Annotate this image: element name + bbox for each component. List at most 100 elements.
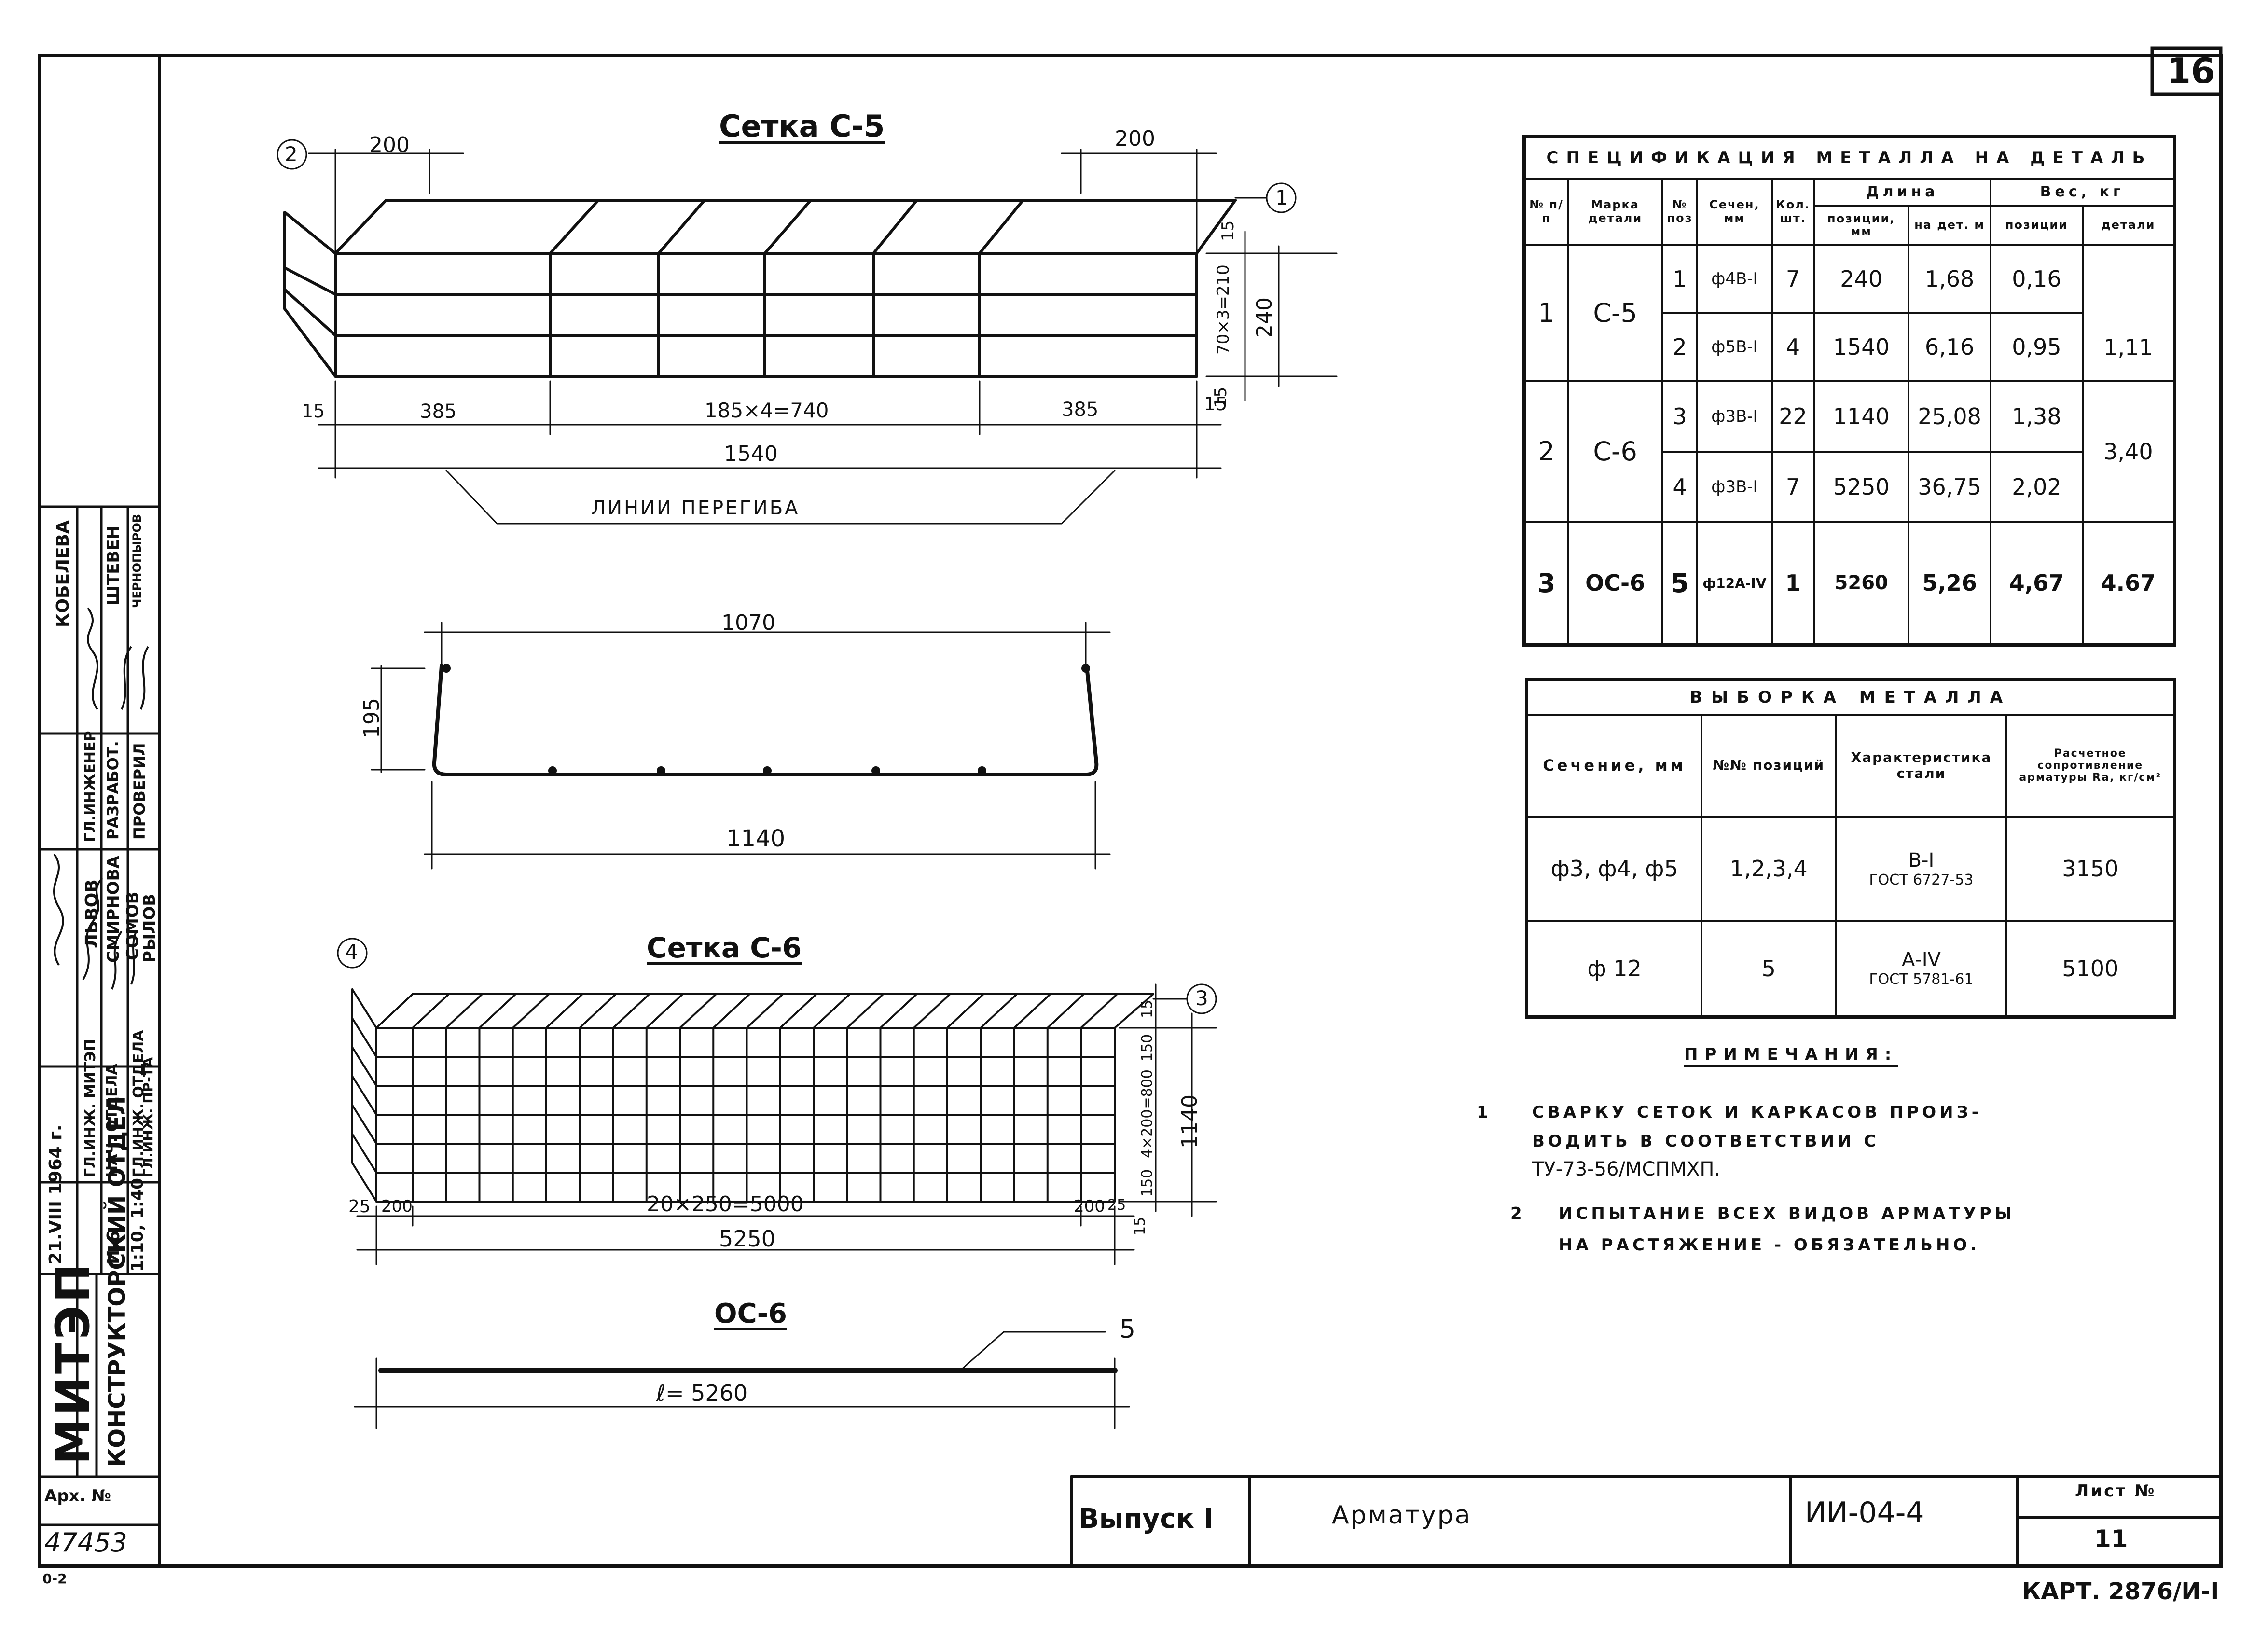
spec-len-pos: 5260 [1813, 521, 1910, 646]
stamp-scale: 1:10, 1:40 [128, 1178, 147, 1272]
spec-w-pos: 0,16 [1990, 244, 2084, 314]
spec-section: ф5В-I [1696, 312, 1773, 382]
c6-dim-25-right: 25 [1107, 1197, 1126, 1214]
spec-w-pos: 4,67 [1990, 521, 2084, 646]
spec-mark: С-5 [1567, 244, 1663, 382]
title-code: ИИ-04-4 [1805, 1496, 1924, 1530]
c6-callout-right: 3 [1195, 986, 1208, 1010]
sel-section: ф 12 [1525, 919, 1703, 1018]
spec-num: 1 [1523, 244, 1569, 382]
c6-right-dim-150-top: 150 [1139, 1034, 1156, 1062]
spec-row: 2 ф5В-I 4 1540 6,16 0,95 [1524, 312, 2175, 382]
sel-steel: В-I ГОСТ 6727-53 [1835, 816, 2008, 922]
c6-right-total: 1140 [1177, 1094, 1202, 1149]
spec-pos: 5 [1661, 521, 1699, 646]
spec-h-section: Сечен, мм [1696, 178, 1773, 246]
spec-h-weight: Вес, кг [1990, 178, 2176, 207]
sel-h-steel: Характеристика стали [1835, 713, 2008, 818]
spec-row: 3 ОС-6 5 ф12А-IV 1 5260 5,26 4,67 4.67 [1523, 521, 2176, 646]
c5-callout-left: 2 [285, 142, 298, 166]
stamp-corner: 0-2 [42, 1571, 67, 1587]
title-sheet-label: Лист № [2075, 1481, 2157, 1501]
spec-w-pos: 0,95 [1990, 312, 2084, 382]
spec-section: ф3В-I [1696, 450, 1773, 523]
title-name: Арматура [1332, 1501, 1472, 1530]
spec-h-length: Длина [1813, 178, 1992, 207]
sel-h-resistance: Расчетное сопротивление арматуры Ra, кг/… [2005, 713, 2176, 818]
spec-table: СПЕЦИФИКАЦИЯ МЕТАЛЛА НА ДЕТАЛЬ № п/п Мар… [1522, 135, 2176, 647]
c5-dim-15-right: 15 [1204, 393, 1228, 415]
spec-h-pos: № поз [1661, 178, 1699, 246]
note-line: ИСПЫТАНИЕ ВСЕХ ВИДОВ АРМАТУРЫ [1559, 1204, 2015, 1223]
spec-h-mark: Марка детали [1567, 178, 1663, 246]
sel-positions: 1,2,3,4 [1701, 816, 1837, 922]
sel-positions: 5 [1701, 919, 1837, 1018]
c6-dim-200-left: 200 [381, 1197, 413, 1216]
c5-right-total: 240 [1252, 297, 1277, 338]
spec-h-len-pos: позиции, мм [1813, 205, 1910, 246]
profile-bottom-dim: 1140 [726, 825, 786, 852]
note-number: 2 [1510, 1204, 1522, 1223]
note-number: 1 [1477, 1103, 1488, 1122]
note-line: СВАРКУ СЕТОК И КАРКАСОВ ПРОИЗ- [1532, 1103, 1982, 1122]
c5-dim-385-right: 385 [1062, 399, 1099, 421]
sheet-number: 16 [2167, 51, 2215, 91]
c5-right-dim-bottom: 15 [1211, 387, 1231, 408]
spec-qty: 22 [1770, 380, 1815, 453]
sel-row: ф3, ф4, ф5 1,2,3,4 В-I ГОСТ 6727-53 3150 [1525, 816, 2176, 922]
c6-overall-length: 5250 [719, 1226, 776, 1252]
spec-pos: 2 [1661, 312, 1699, 382]
sel-section: ф3, ф4, ф5 [1525, 816, 1703, 922]
spec-pos: 1 [1661, 244, 1699, 314]
spec-len-det: 1,68 [1908, 244, 1992, 314]
c5-right-dim-top: 15 [1218, 220, 1238, 241]
spec-qty: 7 [1770, 450, 1815, 523]
sel-h-positions: №№ позиций [1701, 713, 1837, 818]
stamp-arch-label: Арх. № [44, 1486, 111, 1506]
selection-table-title: ВЫБОРКА МЕТАЛЛА [1525, 678, 2176, 716]
spec-len-det: 36,75 [1908, 450, 1992, 523]
spec-h-len-det: на дет. м [1908, 205, 1992, 246]
spec-row: 1 С-5 1 ф4В-I 7 240 1,68 0,16 1,11 [1523, 244, 2176, 382]
spec-table-title: СПЕЦИФИКАЦИЯ МЕТАЛЛА НА ДЕТАЛЬ [1523, 136, 2176, 180]
profile-top-dim: 1070 [721, 610, 775, 635]
c5-overall-length: 1540 [724, 442, 778, 466]
spec-h-num: № п/п [1523, 178, 1569, 246]
c5-dim-15-left: 15 [302, 401, 325, 422]
spec-h-qty: Кол. шт. [1770, 178, 1815, 246]
spec-mark: С-6 [1567, 380, 1663, 523]
notes-title: ПРИМЕЧАНИЯ: [1684, 1045, 1898, 1064]
spec-pos: 3 [1661, 380, 1699, 453]
spec-row: 2 С-6 3 ф3В-I 22 1140 25,08 1,38 3,40 [1523, 380, 2176, 523]
spec-row: 4 ф3В-I 7 5250 36,75 2,02 [1524, 450, 2175, 523]
bar-oc6-callout: 5 [1120, 1315, 1136, 1344]
c6-dim-middle: 20×250=5000 [647, 1192, 804, 1217]
note-line: ВОДИТЬ В СООТВЕТСТВИИ С [1532, 1132, 1880, 1151]
profile-height-dim: 195 [360, 698, 384, 738]
spec-w-det: 1,11 [2081, 244, 2176, 382]
spec-len-pos: 1540 [1813, 312, 1910, 382]
sel-h-section: Сечение, мм [1525, 713, 1703, 818]
spec-h-w-pos: позиции [1990, 205, 2084, 246]
spec-w-pos: 1,38 [1990, 380, 2084, 453]
sel-row: ф 12 5 А-IV ГОСТ 5781-61 5100 [1525, 919, 2176, 1018]
bar-oc6-title: ОС-6 [714, 1298, 787, 1329]
sel-resistance: 5100 [2005, 919, 2176, 1018]
stamp-series: И-6 [104, 1230, 124, 1264]
c6-dim-200-right: 200 [1074, 1197, 1105, 1216]
note-line: ТУ-73-56/МСПМХП. [1532, 1158, 1721, 1180]
sel-resistance: 3150 [2005, 816, 2176, 922]
stamp-org: МИТЭП [46, 1260, 100, 1465]
sel-steel-class: В-I [1908, 849, 1935, 872]
c5-top-left-dim: 200 [369, 133, 410, 157]
spec-len-pos: 240 [1813, 244, 1910, 314]
note-line: НА РАСТЯЖЕНИЕ - ОБЯЗАТЕЛЬНО. [1559, 1235, 1980, 1255]
c6-callout-left: 4 [345, 940, 358, 964]
c6-right-dim-15-bottom: 15 [1132, 1217, 1148, 1235]
spec-w-pos: 2,02 [1990, 450, 2084, 523]
sel-steel-class: А-IV [1901, 949, 1941, 971]
c6-right-dim-15-top: 15 [1139, 999, 1156, 1018]
selection-table: ВЫБОРКА МЕТАЛЛА Сечение, мм №№ позиций Х… [1525, 678, 2176, 1019]
c6-dim-25-left: 25 [348, 1197, 371, 1217]
spec-mark: ОС-6 [1567, 521, 1663, 646]
